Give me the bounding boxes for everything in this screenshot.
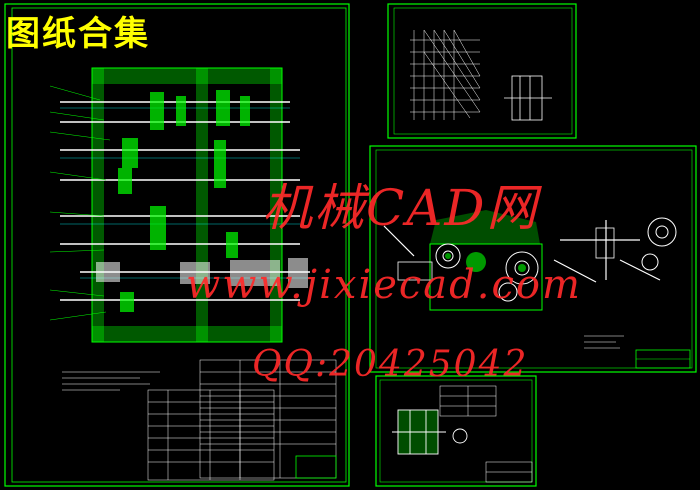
- sheet-gearbox-assembly: [4, 3, 350, 487]
- watermark-site-name: 机械CAD网: [262, 179, 539, 237]
- page-title: 图纸合集: [6, 14, 150, 54]
- sheet-mechanism: [369, 145, 697, 373]
- watermark-url: www.jixiecad.com: [186, 262, 582, 308]
- sheet-part-detail: [375, 375, 537, 487]
- watermark-qq: QQ:20425042: [252, 344, 529, 385]
- sheet-speed-chart: [387, 3, 577, 139]
